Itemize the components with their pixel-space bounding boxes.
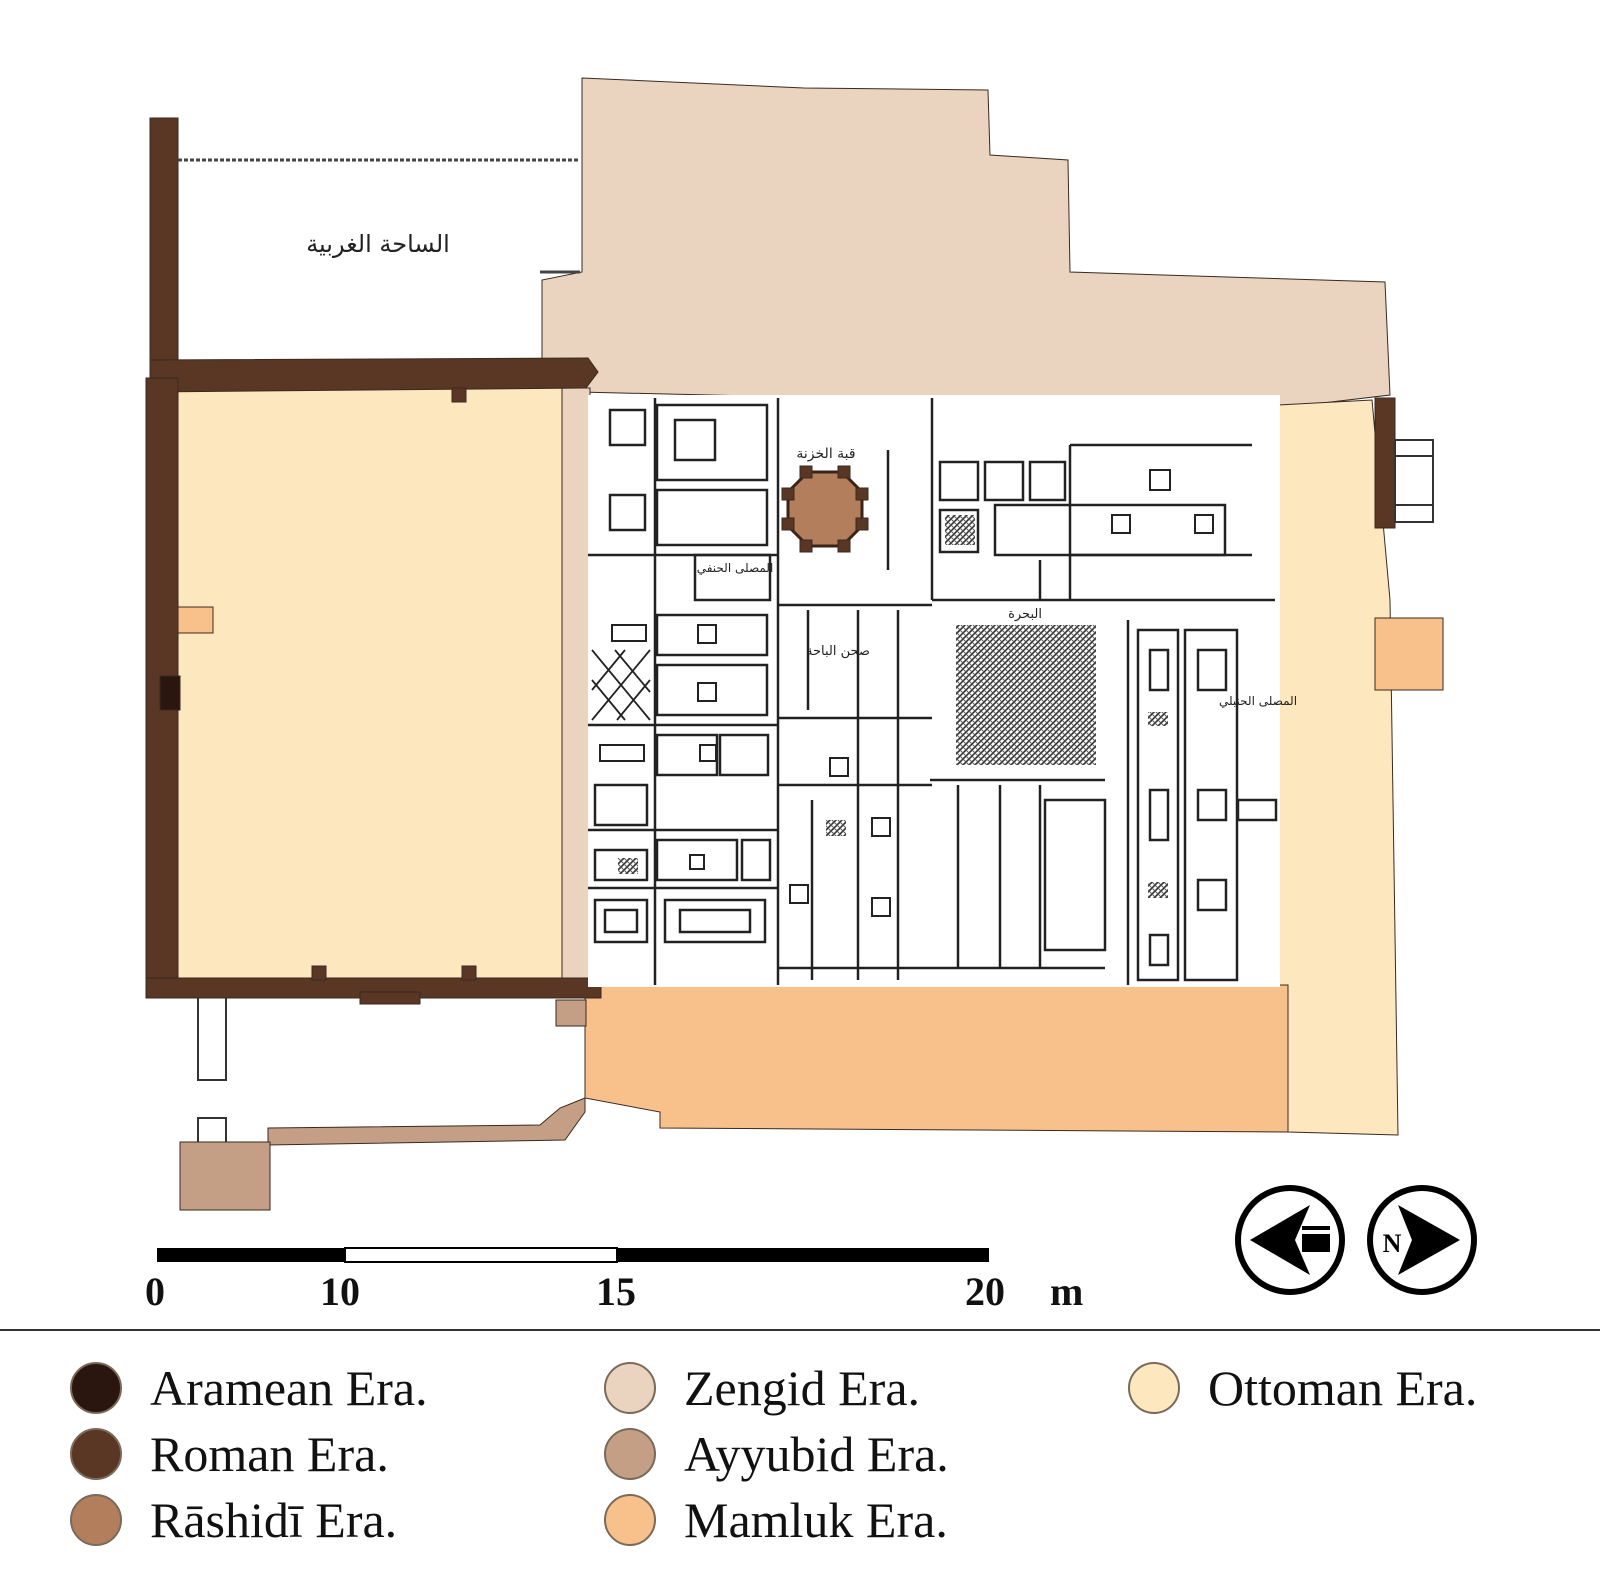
legend-label: Mamluk Era. xyxy=(684,1492,948,1548)
treasury-dome xyxy=(781,465,869,553)
hall-left-label: المصلى الحنفي xyxy=(697,561,774,575)
scale-bar xyxy=(157,1247,989,1263)
west-court-label: الساحة الغربية xyxy=(306,230,450,258)
aramean-block xyxy=(159,675,181,711)
hall-right-label: المصلى الحنبلي xyxy=(1219,694,1297,708)
roman-wall-west-upper xyxy=(149,117,179,389)
scale-unit: m xyxy=(1050,1269,1084,1314)
roman-wall-south-foot xyxy=(359,991,421,1005)
ayyubid-tower xyxy=(179,1141,271,1211)
legend-swatch xyxy=(604,1428,656,1480)
legend-swatch xyxy=(70,1362,122,1414)
legend-swatch xyxy=(604,1494,656,1546)
legend-swatch xyxy=(70,1494,122,1546)
legend-swatch xyxy=(1128,1362,1180,1414)
ayyubid-corridor xyxy=(267,1097,586,1146)
legend-label: Roman Era. xyxy=(150,1426,389,1482)
floor-plan: الساحة الغربية xyxy=(145,77,1477,1295)
courtyard-ornaments xyxy=(618,515,1168,898)
mamluk-south-block xyxy=(584,984,1289,1133)
legend-label: Rāshidī Era. xyxy=(150,1492,398,1548)
legend-item-mamluk: Mamluk Era. xyxy=(604,1490,948,1550)
roman-wall-east xyxy=(1374,397,1396,529)
legend-item-aramean: Aramean Era. xyxy=(70,1358,428,1418)
legend-item-roman: Roman Era. xyxy=(70,1424,389,1484)
scale-tick-0: 0 xyxy=(145,1269,165,1314)
ayyubid-step xyxy=(555,999,587,1027)
legend-item-ayyubid: Ayyubid Era. xyxy=(604,1424,949,1484)
legend-swatch xyxy=(604,1362,656,1414)
legend-item-rashidi: Rāshidī Era. xyxy=(70,1490,397,1550)
roman-wall-north xyxy=(149,357,599,393)
scale-tick-10: 10 xyxy=(320,1269,360,1314)
legend-label: Zengid Era. xyxy=(684,1360,921,1416)
legend-label: Ottoman Era. xyxy=(1208,1360,1478,1416)
legend-divider xyxy=(0,1329,1600,1331)
courtyard xyxy=(588,395,1280,987)
north-letter: N xyxy=(1383,1229,1402,1258)
north-arrow-icon: N xyxy=(1367,1185,1477,1295)
scale-tick-20: 20 xyxy=(965,1269,1005,1314)
mamluk-east-annex xyxy=(1374,617,1444,691)
legend-item-ottoman: Ottoman Era. xyxy=(1128,1358,1477,1418)
legend-label: Aramean Era. xyxy=(150,1360,428,1416)
zengid-north-block xyxy=(541,77,1391,409)
ottoman-west-hall xyxy=(169,387,563,987)
legend-item-zengid: Zengid Era. xyxy=(604,1358,920,1418)
roman-pilaster-2 xyxy=(311,965,327,981)
courtyard-label: صحن الباحة xyxy=(806,644,870,659)
dome-label: قبة الخزنة xyxy=(796,446,855,462)
fountain-label: البحرة xyxy=(1008,607,1042,622)
kaaba-arrow-icon xyxy=(1235,1185,1345,1295)
legend-swatch xyxy=(70,1428,122,1480)
scale-tick-15: 15 xyxy=(596,1269,636,1314)
roman-pilaster-1 xyxy=(451,387,467,403)
mamluk-west-niche xyxy=(174,606,214,634)
legend-label: Ayyubid Era. xyxy=(684,1426,949,1482)
roman-pilaster-3 xyxy=(461,965,477,981)
